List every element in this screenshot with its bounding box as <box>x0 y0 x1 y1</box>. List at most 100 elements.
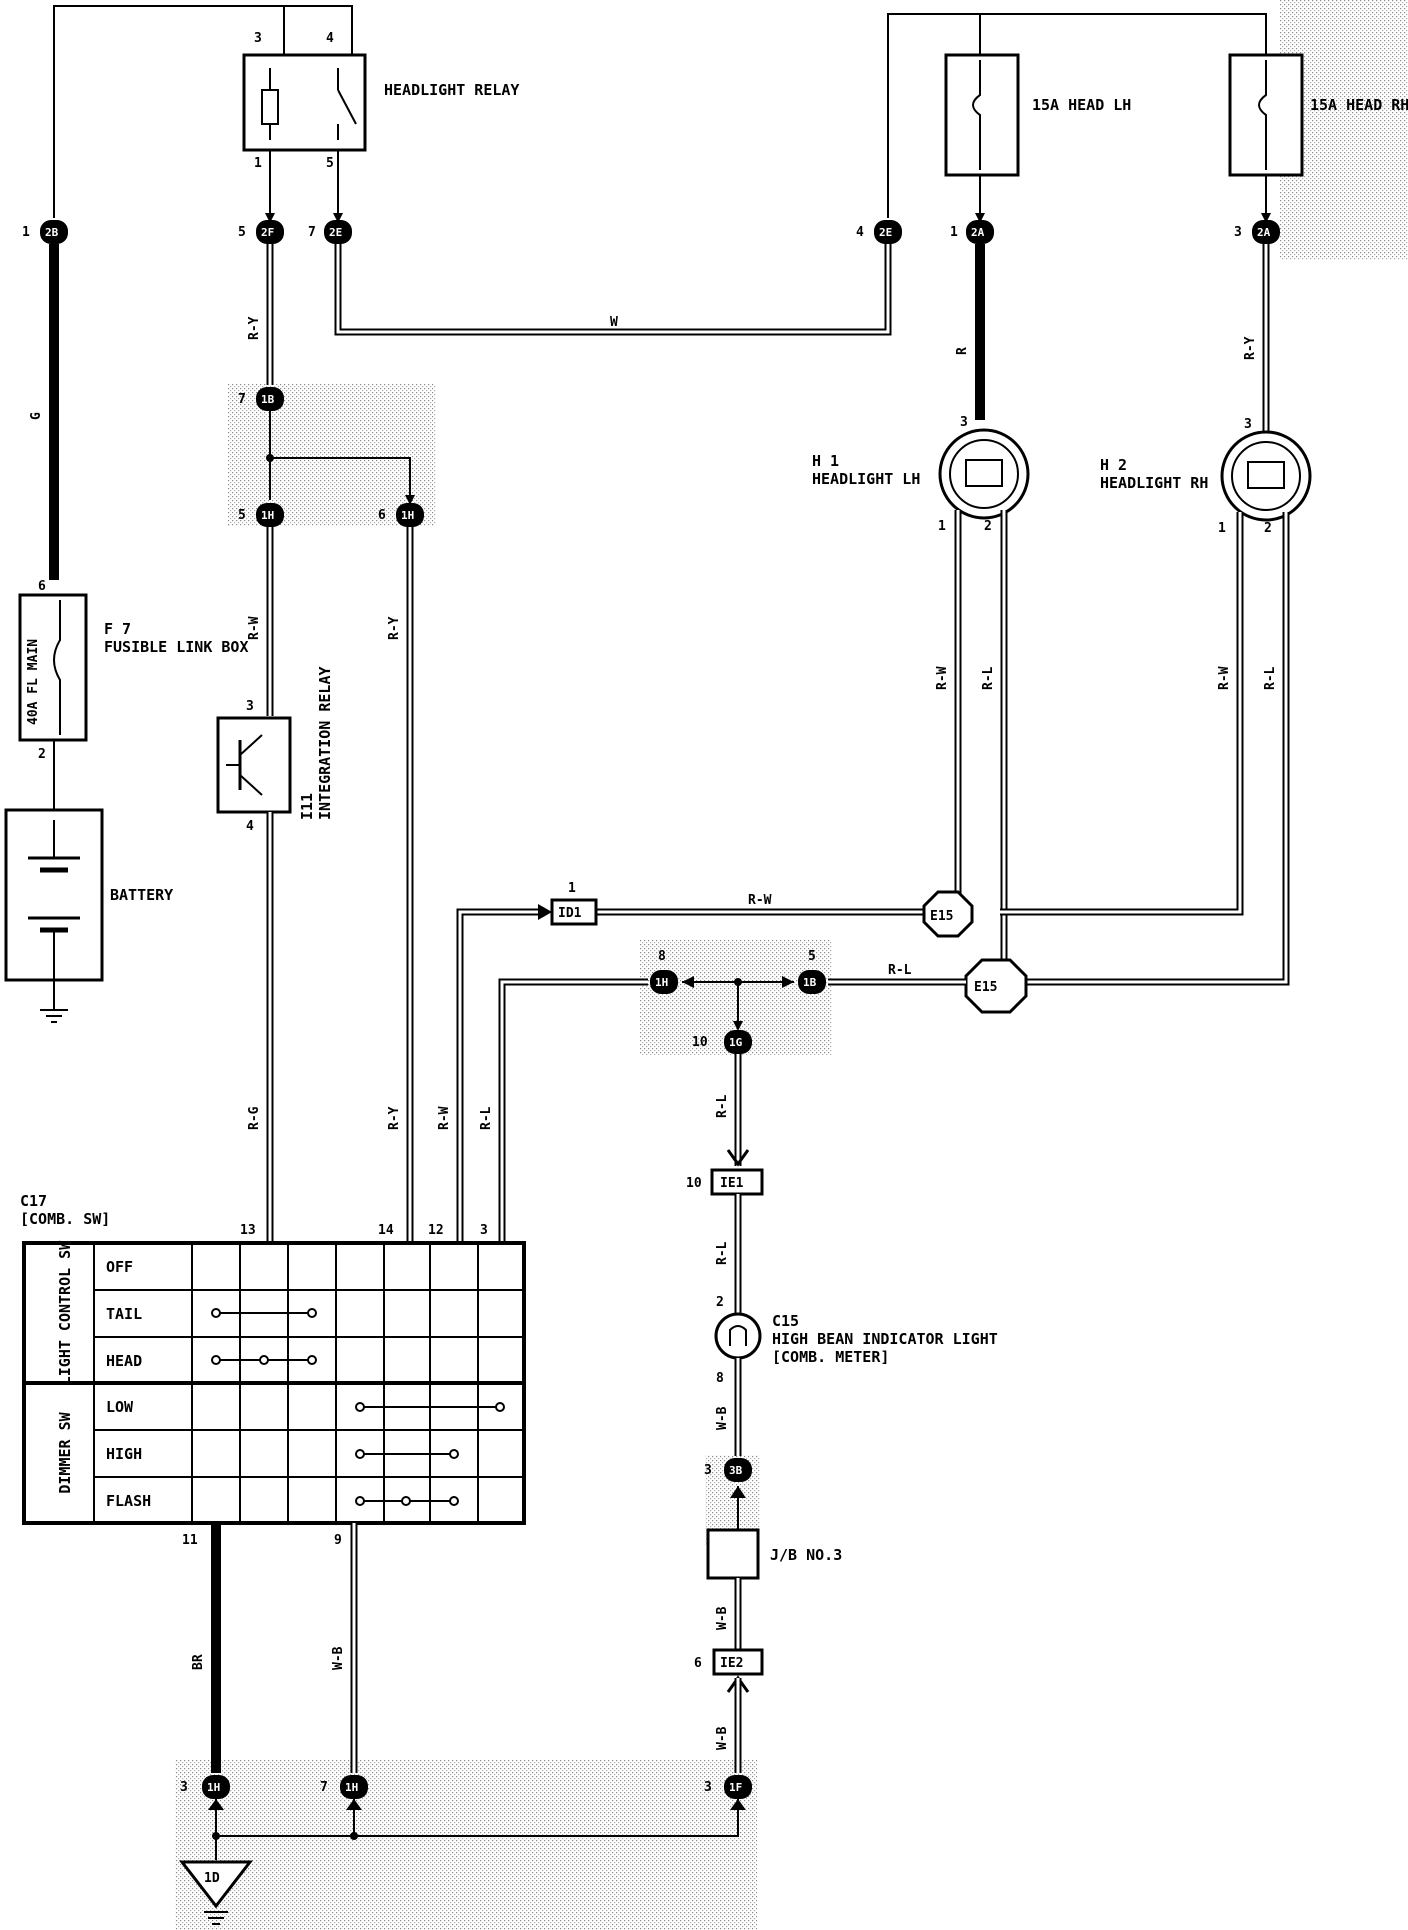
wire-color-rw-sw: R-W <box>437 1106 452 1130</box>
fuse-head-lh <box>944 53 1020 177</box>
battery-label: BATTERY <box>110 886 173 904</box>
switch-mark-head <box>211 1355 317 1365</box>
svg-text:2B: 2B <box>45 226 59 239</box>
wire-color-wb-ind: W-B <box>715 1406 730 1430</box>
connector-2A-lh: 2A 1 <box>950 220 994 244</box>
svg-text:7: 7 <box>320 1780 328 1795</box>
connector-1F: 1F 3 <box>704 1775 752 1799</box>
fuse-lh-label: 15A HEAD LH <box>1032 96 1131 114</box>
wire-color-rl-sw: R-L <box>479 1106 494 1130</box>
h2-ref: H 2 <box>1100 456 1127 474</box>
fusible-label: FUSIBLE LINK BOX <box>104 638 249 656</box>
connector-1B-top: 1B 7 <box>238 387 284 411</box>
svg-text:2A: 2A <box>1257 226 1271 239</box>
wire-rw-lh-inner <box>948 510 960 914</box>
arrow-1F <box>730 1799 746 1810</box>
svg-text:7: 7 <box>308 225 316 240</box>
wire-color-rw-id1: R-W <box>748 893 772 908</box>
h2-label: HEADLIGHT RH <box>1100 474 1208 492</box>
fusible-pin-6: 6 <box>38 579 46 594</box>
h1-pin-2: 2 <box>984 519 992 534</box>
svg-text:2A: 2A <box>971 226 985 239</box>
svg-text:2E: 2E <box>329 226 342 239</box>
wire-color-r-lh: R <box>955 347 970 355</box>
connector-2E-right: 2E 4 <box>856 220 902 244</box>
arrow-1B-mid <box>782 976 794 988</box>
connector-IE1: IE1 10 <box>686 1168 764 1196</box>
indicator-label: HIGH BEAN INDICATOR LIGHT <box>772 1330 998 1348</box>
connector-1G: 1G 10 <box>692 1030 752 1054</box>
relay-coil <box>261 89 279 125</box>
svg-text:5: 5 <box>238 508 246 523</box>
svg-text:8: 8 <box>658 949 666 964</box>
svg-text:1F: 1F <box>729 1781 742 1794</box>
ground-1D-label: 1D <box>204 1871 220 1886</box>
svg-text:7: 7 <box>238 392 246 407</box>
wire-color-rg: R-G <box>247 1106 262 1130</box>
svg-text:1H: 1H <box>345 1781 358 1794</box>
wire-rw-rh-inner <box>1000 512 1242 914</box>
fuse-lh-element <box>972 60 981 170</box>
row-off: OFF <box>106 1258 133 1276</box>
integration-pin-3: 3 <box>246 699 254 714</box>
row-high: HIGH <box>106 1445 142 1463</box>
sw-pin-12: 12 <box>428 1223 444 1238</box>
wire-color-w: W <box>610 315 618 330</box>
wire-color-wb-ie2: W-B <box>715 1726 730 1750</box>
integration-pin-4: 4 <box>246 819 254 834</box>
wire-color-br: BR <box>191 1654 206 1670</box>
connector-IE2: IE2 6 <box>694 1648 764 1676</box>
relay-pin-3: 3 <box>254 31 262 46</box>
svg-text:ID1: ID1 <box>558 906 582 921</box>
connector-3B: 3B 3 <box>704 1458 752 1482</box>
wire-color-ry-rh: R-Y <box>1243 336 1258 360</box>
integration-label: INTEGRATION RELAY <box>316 666 334 820</box>
h2-pin-2: 2 <box>1264 521 1272 536</box>
svg-text:1G: 1G <box>729 1036 743 1049</box>
connector-1H-b: 1H 6 <box>378 503 424 527</box>
wire-color-ry-sw: R-Y <box>387 1106 402 1130</box>
h1-label: HEADLIGHT LH <box>812 470 920 488</box>
h1-pin-1: 1 <box>938 519 946 534</box>
indicator-sub: [COMB. METER] <box>772 1348 889 1366</box>
wire-color-rl-e15: R-L <box>888 963 912 978</box>
fusible-rating: 40A FL MAIN <box>26 639 41 725</box>
svg-text:3B: 3B <box>729 1464 743 1477</box>
connector-2A-rh: 2A 3 <box>1234 220 1280 244</box>
sw-pin-9: 9 <box>334 1533 342 1548</box>
wire-color-rl-rh: R-L <box>1263 666 1278 690</box>
wire-w-inner <box>336 244 890 334</box>
junction-block-3 <box>706 1528 760 1580</box>
relay-contact-arm <box>337 89 357 125</box>
svg-text:1H: 1H <box>655 976 668 989</box>
wire-color-ry-top: R-Y <box>247 316 262 340</box>
headlight-relay-label: HEADLIGHT RELAY <box>384 81 519 99</box>
svg-text:E15: E15 <box>930 909 953 924</box>
svg-text:E15: E15 <box>974 980 997 995</box>
row-low: LOW <box>106 1398 134 1416</box>
fusible-pin-2: 2 <box>38 747 46 762</box>
svg-text:1H: 1H <box>207 1781 220 1794</box>
splice-E15-b: E15 <box>964 958 1028 1014</box>
h2-pin-1: 1 <box>1218 521 1226 536</box>
fusible-element <box>53 600 61 735</box>
junction-dot-1 <box>266 454 274 462</box>
svg-text:3: 3 <box>704 1463 712 1478</box>
wire-battery-bus <box>53 5 285 218</box>
headlight-rh <box>1220 430 1312 522</box>
junction-dot-3 <box>212 1832 220 1840</box>
wire-relay-pin4 <box>284 5 353 55</box>
connector-2B: 2B 1 <box>22 220 68 244</box>
arrow-1H-c <box>682 976 694 988</box>
ground-1D-icon <box>178 1860 254 1925</box>
wire-junction-1H-b <box>270 457 415 505</box>
junction-dot-4 <box>350 1832 358 1840</box>
battery-ground-icon <box>40 1009 68 1023</box>
light-control-sw-label: LIGHT CONTROL SW <box>56 1240 74 1385</box>
wire-color-wb-sw: W-B <box>331 1646 346 1670</box>
svg-text:IE1: IE1 <box>720 1176 744 1191</box>
comb-sw-label: [COMB. SW] <box>20 1210 110 1228</box>
wire-rw-rh-outer <box>1000 512 1244 916</box>
sw-pin-3: 3 <box>480 1223 488 1238</box>
